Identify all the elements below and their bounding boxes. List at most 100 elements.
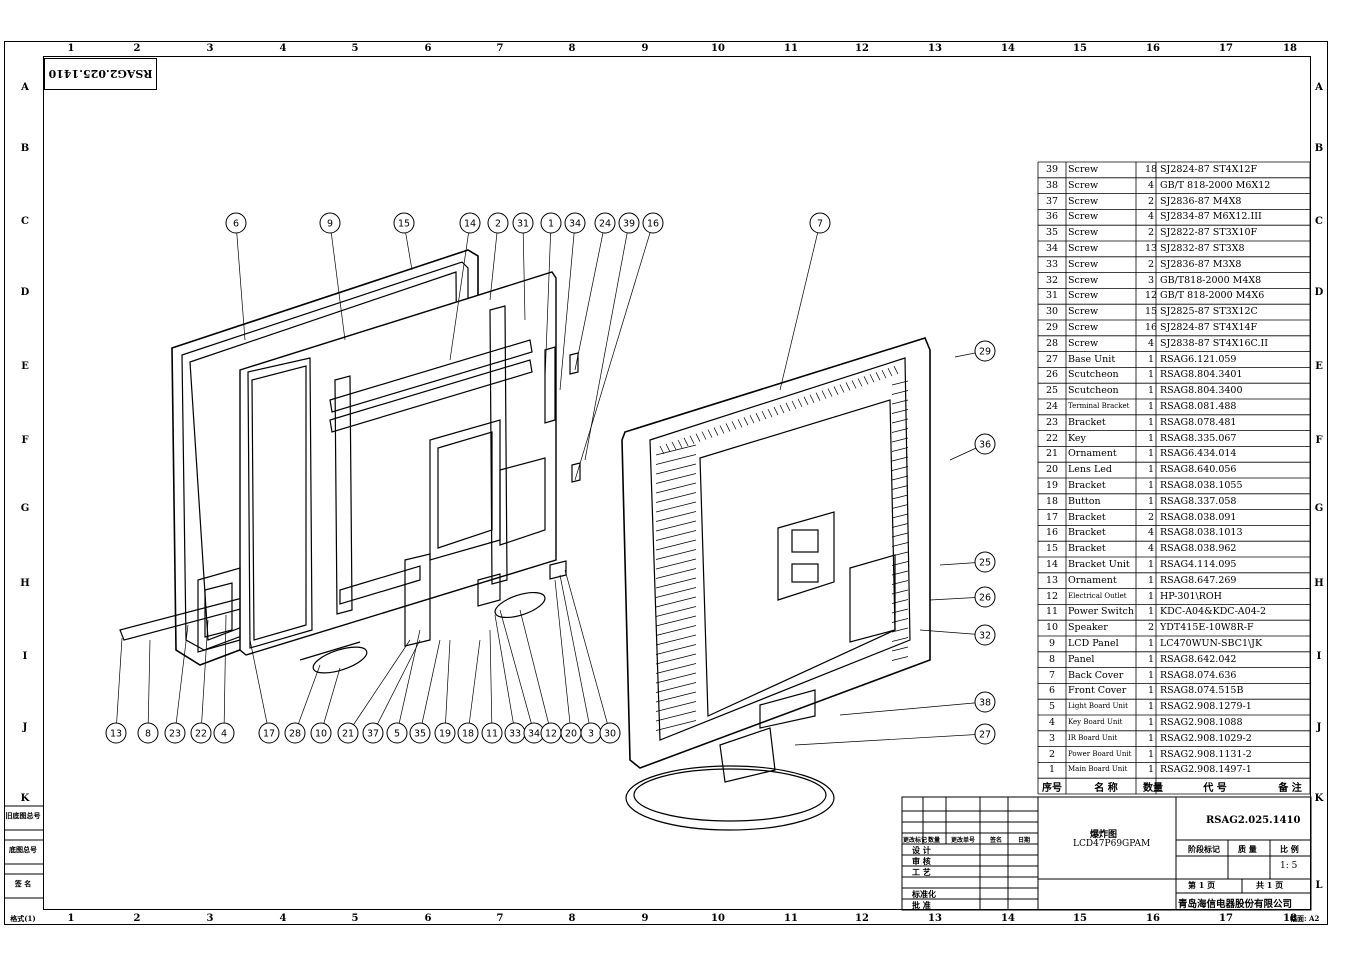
bom-cell-qty: 1 <box>1147 606 1155 618</box>
column-index-label: 14 <box>1001 913 1015 924</box>
bom-cell-no: 26 <box>1045 369 1059 381</box>
bom-cell-no: 16 <box>1045 527 1059 539</box>
stage-label: 阶段标记 <box>1188 844 1220 854</box>
sheet-size-label: 幅面: A2 <box>1290 914 1320 923</box>
column-index-label: 8 <box>568 913 576 924</box>
bom-cell-qty: 1 <box>1147 495 1155 507</box>
bom-cell-no: 36 <box>1045 211 1059 223</box>
column-index-label: 10 <box>711 43 725 54</box>
column-index-label: 1 <box>67 43 75 54</box>
row-index-label: D <box>20 287 30 298</box>
bom-cell-no: 13 <box>1045 574 1059 586</box>
callout-number: 37 <box>367 729 379 740</box>
rev-header-date: 日期 <box>1018 837 1031 844</box>
column-index-label: 18 <box>1283 43 1297 54</box>
bom-cell-name: Screw <box>1068 337 1099 349</box>
bom-cell-qty: 18 <box>1144 164 1158 175</box>
callout-balloon: 22 <box>190 722 212 744</box>
callout-balloon: 26 <box>974 586 996 608</box>
bom-cell-code: HP-301\ROH <box>1160 590 1222 602</box>
bom-cell-code: RSAG6.121.059 <box>1160 353 1237 365</box>
column-index-label: 4 <box>279 913 287 924</box>
bom-cell-qty: 4 <box>1147 179 1155 191</box>
column-index-label: 12 <box>855 913 869 924</box>
bom-cell-no: 20 <box>1045 464 1059 476</box>
signoff-review: 审 核 <box>912 856 931 866</box>
row-index-label: G <box>1314 503 1324 514</box>
row-index-label: K <box>1314 793 1324 804</box>
column-index-label: 11 <box>784 913 798 924</box>
bom-cell-name: Screw <box>1068 274 1099 286</box>
row-index-label: A <box>21 82 29 93</box>
bom-cell-no: 15 <box>1045 543 1059 555</box>
column-index-label: 15 <box>1073 913 1087 924</box>
callout-number: 4 <box>221 729 227 740</box>
callout-balloon: 8 <box>137 722 159 744</box>
callout-balloon: 39 <box>618 212 640 234</box>
row-index-label: F <box>21 435 29 446</box>
total-sheets: 共 1 页 <box>1256 880 1284 890</box>
column-index-label: 4 <box>279 43 287 54</box>
callout-number: 8 <box>145 729 151 740</box>
column-index-label: 5 <box>351 913 359 924</box>
callout-number: 13 <box>110 729 122 740</box>
callout-number: 25 <box>979 558 991 569</box>
callout-balloon: 16 <box>642 212 664 234</box>
bom-cell-name: Bracket <box>1068 416 1106 428</box>
callout-number: 16 <box>647 219 659 230</box>
bom-cell-code: RSAG8.647.269 <box>1160 574 1237 586</box>
bom-cell-no: 7 <box>1048 669 1056 681</box>
callout-balloon: 25 <box>974 551 996 573</box>
signoff-process: 工 艺 <box>912 867 931 877</box>
bom-cell-name: Lens Led <box>1068 464 1112 476</box>
bom-cell-no: 29 <box>1045 322 1059 333</box>
bom-cell-no: 28 <box>1045 337 1059 349</box>
callout-number: 2 <box>495 219 501 230</box>
row-index-label: A <box>1315 82 1323 93</box>
callout-balloon: 36 <box>974 433 996 455</box>
callout-balloon: 37 <box>362 722 384 744</box>
bom-cell-name: Screw <box>1068 243 1099 254</box>
callout-balloon: 23 <box>164 722 186 744</box>
bom-cell-code: RSAG8.640.056 <box>1160 464 1237 476</box>
bom-cell-no: 22 <box>1045 432 1059 444</box>
bom-cell-qty: 1 <box>1147 653 1155 665</box>
bom-cell-qty: 1 <box>1147 401 1155 412</box>
bom-cell-no: 25 <box>1045 385 1059 397</box>
callout-number: 28 <box>289 729 301 740</box>
bom-cell-qty: 1 <box>1147 717 1155 728</box>
row-index-label: B <box>20 143 30 154</box>
bom-cell-code: RSAG6.434.014 <box>1160 448 1237 460</box>
column-index-label: 9 <box>641 913 649 924</box>
callout-balloon: 2 <box>487 212 509 234</box>
row-index-label: E <box>1315 361 1323 372</box>
drawing-frame <box>43 56 1311 910</box>
callout-number: 21 <box>342 729 354 740</box>
bom-cell-qty: 1 <box>1147 385 1155 397</box>
bom-cell-code: RSAG2.908.1497-1 <box>1160 764 1252 776</box>
back-cover-part <box>621 337 931 769</box>
column-index-label: 2 <box>133 913 141 924</box>
bom-cell-code: RSAG8.804.3400 <box>1160 385 1243 397</box>
bom-cell-name: Screw <box>1068 195 1099 207</box>
bom-cell-qty: 2 <box>1147 622 1155 634</box>
bom-cell-no: 1 <box>1048 764 1056 776</box>
column-index-label: 16 <box>1146 913 1160 924</box>
bom-cell-qty: 1 <box>1147 748 1155 760</box>
bom-cell-no: 35 <box>1045 227 1059 239</box>
callout-number: 32 <box>979 631 991 642</box>
bom-cell-name: Power Board Unit <box>1068 749 1132 758</box>
callout-balloon: 9 <box>319 212 341 234</box>
bom-cell-name: Screw <box>1068 179 1099 191</box>
row-index-label: J <box>22 722 28 733</box>
